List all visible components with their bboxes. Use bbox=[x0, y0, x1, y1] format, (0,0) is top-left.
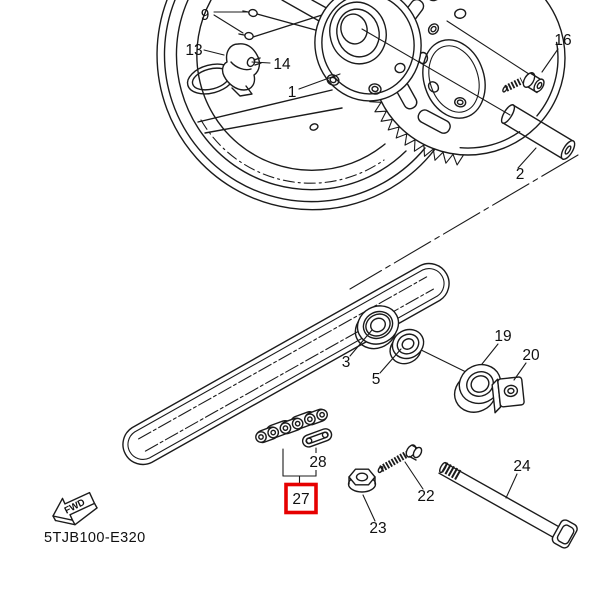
rear-axle bbox=[438, 461, 578, 549]
rim-valve-hole bbox=[309, 123, 319, 131]
chain-puller-block bbox=[491, 376, 525, 414]
part-label-2[interactable]: 2 bbox=[516, 166, 525, 183]
chain-roller bbox=[453, 363, 502, 413]
part-label-16[interactable]: 16 bbox=[554, 32, 571, 49]
part-highlight-box bbox=[284, 482, 318, 515]
part-label-22[interactable]: 22 bbox=[417, 488, 434, 505]
part-label-3[interactable]: 3 bbox=[342, 354, 351, 371]
part-label-13[interactable]: 13 bbox=[185, 42, 202, 59]
rim-lock-nut bbox=[246, 56, 262, 68]
leader-lines bbox=[203, 11, 559, 522]
figure-code: 5TJB100-E320 bbox=[44, 530, 146, 546]
part-label-24[interactable]: 24 bbox=[513, 458, 531, 475]
sprocket-bolt bbox=[502, 72, 545, 94]
label-28-backdrop bbox=[304, 453, 331, 470]
drive-chain-loop bbox=[122, 262, 450, 466]
spoke-nipple-icon bbox=[238, 8, 258, 41]
fwd-arrow-label: FWD bbox=[63, 497, 87, 517]
adjuster-bolt bbox=[377, 444, 423, 474]
oil-seal bbox=[389, 328, 425, 365]
fwd-direction-arrow: FWD bbox=[52, 491, 98, 526]
part-label-14[interactable]: 14 bbox=[273, 56, 291, 73]
master-link-clip bbox=[301, 428, 333, 448]
wheel-hub bbox=[314, 0, 422, 102]
rim-lock bbox=[221, 43, 262, 97]
part-label-1[interactable]: 1 bbox=[288, 84, 297, 101]
hub-bolt-holes bbox=[326, 62, 406, 95]
part-label-27-highlighted[interactable]: 27 bbox=[292, 491, 309, 508]
part-label-5[interactable]: 5 bbox=[372, 371, 381, 388]
assembly-axis-lines bbox=[349, 20, 579, 373]
part-label-28[interactable]: 28 bbox=[309, 454, 326, 471]
part-label-23[interactable]: 23 bbox=[369, 520, 386, 537]
axle-collar bbox=[500, 104, 576, 160]
part-label-9[interactable]: 9 bbox=[201, 7, 210, 24]
flange-nut bbox=[347, 468, 377, 493]
chain-master-links bbox=[255, 408, 333, 448]
part-labels: 9 13 14 1 16 2 3 5 19 20 28 27 22 23 24 bbox=[185, 7, 571, 537]
part-label-19[interactable]: 19 bbox=[494, 328, 511, 345]
part-label-20[interactable]: 20 bbox=[522, 347, 540, 364]
